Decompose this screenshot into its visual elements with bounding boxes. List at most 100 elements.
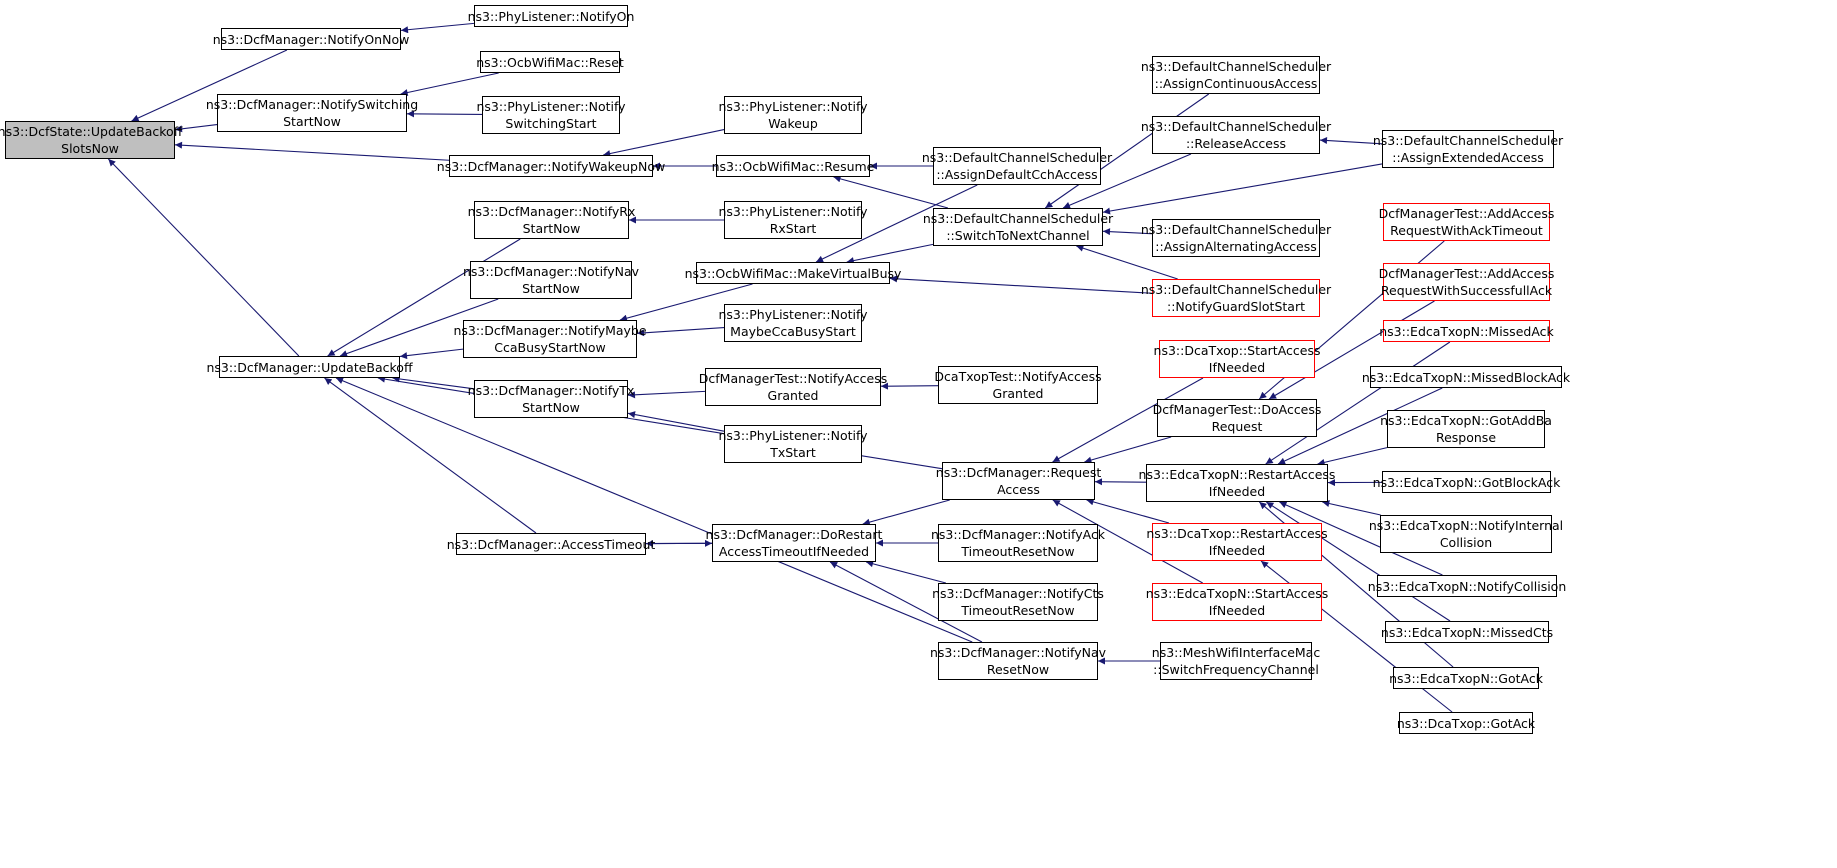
edge-n16-to-n22	[327, 238, 521, 357]
graph-node-label: Access	[997, 482, 1040, 497]
graph-node-label: ns3::DcfManager::NotifyTx	[467, 383, 635, 398]
graph-node[interactable]: ns3::OcbWifiMac::Reset	[476, 51, 624, 73]
edge-n41-to-n34	[1086, 498, 1170, 524]
graph-node-label: RequestWithSuccessfullAck	[1380, 283, 1553, 298]
graph-node-label: ns3::DcfManager::NotifyRx	[467, 204, 636, 219]
graph-node[interactable]: ns3::DefaultChannelScheduler::NotifyGuar…	[1141, 279, 1331, 317]
graph-node-label: ns3::EdcaTxopN::GotAddBa	[1380, 413, 1552, 428]
graph-node-label: ns3::PhyListener::Notify	[718, 204, 868, 219]
graph-node-label: DcfManagerTest::NotifyAccess	[698, 371, 888, 386]
graph-node-label: ns3::DcaTxop::StartAccess	[1153, 343, 1321, 358]
graph-node[interactable]: ns3::DcfManager::AccessTimeout	[447, 533, 655, 555]
edge-n46-to-n22	[335, 377, 973, 643]
graph-node[interactable]: ns3::DefaultChannelScheduler::AssignExte…	[1373, 130, 1563, 168]
edge-n2-to-n1	[400, 22, 475, 34]
graph-node-label: ns3::DcaTxop::RestartAccess	[1146, 526, 1328, 541]
graph-node-label: ::ReleaseAccess	[1185, 136, 1287, 151]
graph-node-label: MaybeCcaBusyStart	[730, 324, 856, 339]
graph-node[interactable]: ns3::DefaultChannelScheduler::ReleaseAcc…	[1141, 116, 1331, 154]
graph-node-label: ns3::DefaultChannelScheduler	[1372, 133, 1564, 148]
graph-node[interactable]: ns3::DcfManager::NotifyOnNow	[213, 28, 409, 50]
edge-n11-to-n10	[1044, 93, 1210, 209]
graph-node-label: ns3::DcfManager::DoRestart	[705, 527, 883, 542]
graph-node-label: ::AssignContinuousAccess	[1154, 76, 1318, 91]
graph-node[interactable]: ns3::PhyListener::NotifyOn	[468, 5, 634, 27]
edge-n19-to-n20	[619, 283, 753, 322]
edge-n46-to-n39	[829, 561, 983, 643]
graph-node-label: TimeoutResetNow	[961, 544, 1075, 559]
graph-node[interactable]: ns3::DefaultChannelScheduler::SwitchToNe…	[923, 208, 1113, 246]
graph-node[interactable]: ns3::EdcaTxopN::MissedCts	[1381, 621, 1553, 643]
graph-node[interactable]: ns3::OcbWifiMac::Resume	[712, 155, 874, 177]
graph-node-label: ns3::DcfManager::UpdateBackoff	[206, 359, 413, 375]
edge-n18-to-n22	[339, 298, 499, 357]
graph-node[interactable]: ns3::EdcaTxopN::GotAck	[1389, 667, 1543, 689]
graph-node-label: ns3::EdcaTxopN::MissedCts	[1380, 624, 1554, 640]
graph-node[interactable]: ns3::EdcaTxopN::NotifyCollision	[1368, 575, 1566, 597]
graph-node-label: RxStart	[769, 221, 817, 236]
graph-node[interactable]: ns3::OcbWifiMac::MakeVirtualBusy	[685, 262, 901, 284]
graph-node[interactable]: ns3::DefaultChannelScheduler::AssignCont…	[1141, 56, 1331, 94]
graph-node-label: ::AssignExtendedAccess	[1392, 150, 1544, 165]
graph-node-label: Request	[1211, 419, 1263, 434]
graph-node[interactable]: ns3::EdcaTxopN::GotBlockAck	[1373, 471, 1560, 493]
graph-node-label: ns3::DcfManager::NotifyNav	[929, 645, 1107, 660]
graph-node[interactable]: ns3::MeshWifiInterfaceMac::SwitchFrequen…	[1152, 642, 1320, 680]
graph-node-label: ns3::DcfState::UpdateBackoff	[0, 124, 183, 139]
graph-node-label: DcaTxopTest::NotifyAccess	[934, 369, 1102, 384]
edge-n10-to-n19	[846, 243, 934, 265]
graph-node-label: ns3::EdcaTxopN::RestartAccess	[1138, 467, 1336, 482]
graph-node[interactable]: ns3::EdcaTxopN::MissedAck	[1379, 320, 1554, 342]
edge-n38-to-n22	[324, 377, 537, 534]
graph-node-label: ::SwitchFrequencyChannel	[1153, 662, 1319, 677]
graph-node[interactable]: ns3::DcaTxop::GotAck	[1397, 712, 1535, 734]
graph-node-label: ns3::DcfManager::NotifyCts	[932, 586, 1104, 601]
graph-node-label: ns3::DefaultChannelScheduler	[1140, 222, 1332, 237]
graph-node[interactable]: ns3::DcfManager::UpdateBackoff	[206, 356, 413, 378]
graph-node[interactable]: ns3::DcfManager::NotifyWakeupNow	[437, 155, 665, 177]
graph-node-label: Collision	[1439, 535, 1493, 550]
graph-node[interactable]: ns3::DefaultChannelScheduler::AssignAlte…	[1141, 219, 1331, 257]
edge-n6-to-n0	[174, 141, 450, 161]
edge-n31-to-n35	[1265, 341, 1451, 465]
graph-node-label: SwitchingStart	[505, 116, 597, 131]
graph-node-label: ns3::DcfManager::NotifyWakeupNow	[436, 158, 666, 174]
graph-node-label: ResetNow	[986, 662, 1050, 677]
graph-node[interactable]: ns3::DefaultChannelScheduler::AssignDefa…	[922, 147, 1112, 185]
edge-n9-to-n19	[815, 184, 978, 263]
graph-node-label: ns3::PhyListener::Notify	[476, 99, 626, 114]
edge-n10-to-n8	[833, 175, 949, 209]
graph-node[interactable]: ns3::EdcaTxopN::MissedBlockAck	[1362, 366, 1570, 388]
graph-node-label: ns3::PhyListener::Notify	[718, 428, 868, 443]
